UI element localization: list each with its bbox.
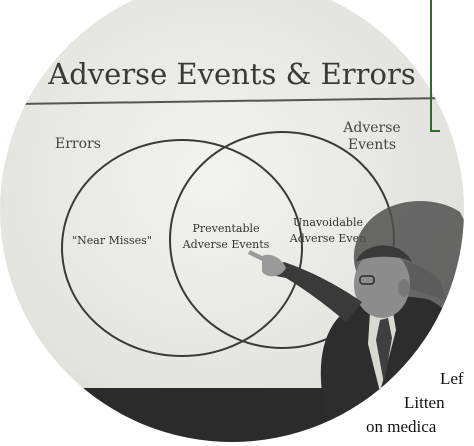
preventable-label-line1: Preventable [192,222,259,235]
near-misses-label: "Near Misses" [72,234,152,247]
title-rule [13,97,451,105]
frame-border [430,0,440,132]
slide-title: Adverse Events & Errors [47,57,415,91]
caption-line-2: Litten [404,393,445,412]
errors-circle [61,139,303,357]
unavoidable-label-line1: Unavoidable [293,216,363,229]
adverse-label-line2: Events [348,137,396,153]
unavoidable-label-line2: Adverse Even [289,232,366,245]
caption-line-3: on medica [366,417,437,436]
errors-label: Errors [55,136,101,152]
adverse-label-line1: Adverse [342,120,400,136]
preventable-label-line2: Adverse Events [182,238,270,251]
caption-line-1: Lef [440,369,464,388]
